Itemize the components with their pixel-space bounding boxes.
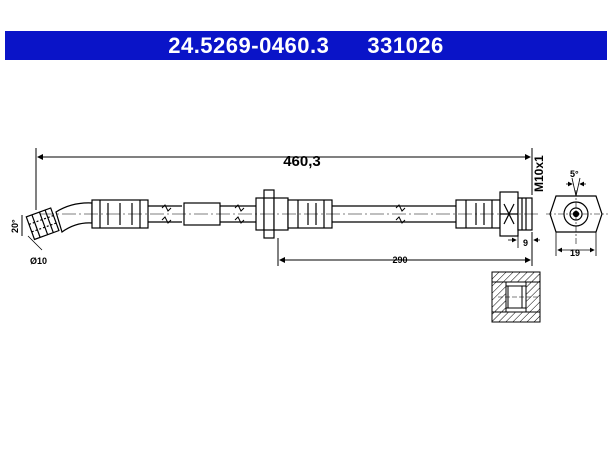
total-length-label: 460,3 bbox=[283, 153, 321, 170]
title-bar: 24.5269-0460.3 331026 bbox=[5, 31, 607, 60]
thread-label: M10x1 bbox=[532, 155, 546, 192]
partial-length-label: 290 bbox=[392, 255, 407, 265]
reference-number: 331026 bbox=[367, 32, 444, 58]
left-angled-fitting bbox=[25, 202, 93, 241]
fitting-width-label: 19 bbox=[570, 248, 580, 258]
bend-angle-label: 20° bbox=[10, 219, 20, 233]
total-length-dimension: 460,3 bbox=[35, 148, 533, 210]
hex-width-dimension: 9 bbox=[508, 236, 540, 248]
diameter-label: Ø10 bbox=[30, 256, 47, 266]
fitting-angle-dimension bbox=[566, 177, 586, 197]
part-number: 24.5269-0460.3 bbox=[168, 32, 330, 58]
break-marks bbox=[161, 204, 406, 224]
port-section-detail bbox=[491, 271, 541, 323]
fitting-end-view bbox=[546, 190, 608, 244]
fitting-width-dimension: 19 bbox=[555, 232, 597, 258]
hex-width-label: 9 bbox=[523, 238, 528, 248]
fitting-angle-label: 5° bbox=[570, 169, 579, 179]
partial-length-dimension: 290 bbox=[277, 232, 533, 266]
hose-body bbox=[91, 189, 533, 239]
